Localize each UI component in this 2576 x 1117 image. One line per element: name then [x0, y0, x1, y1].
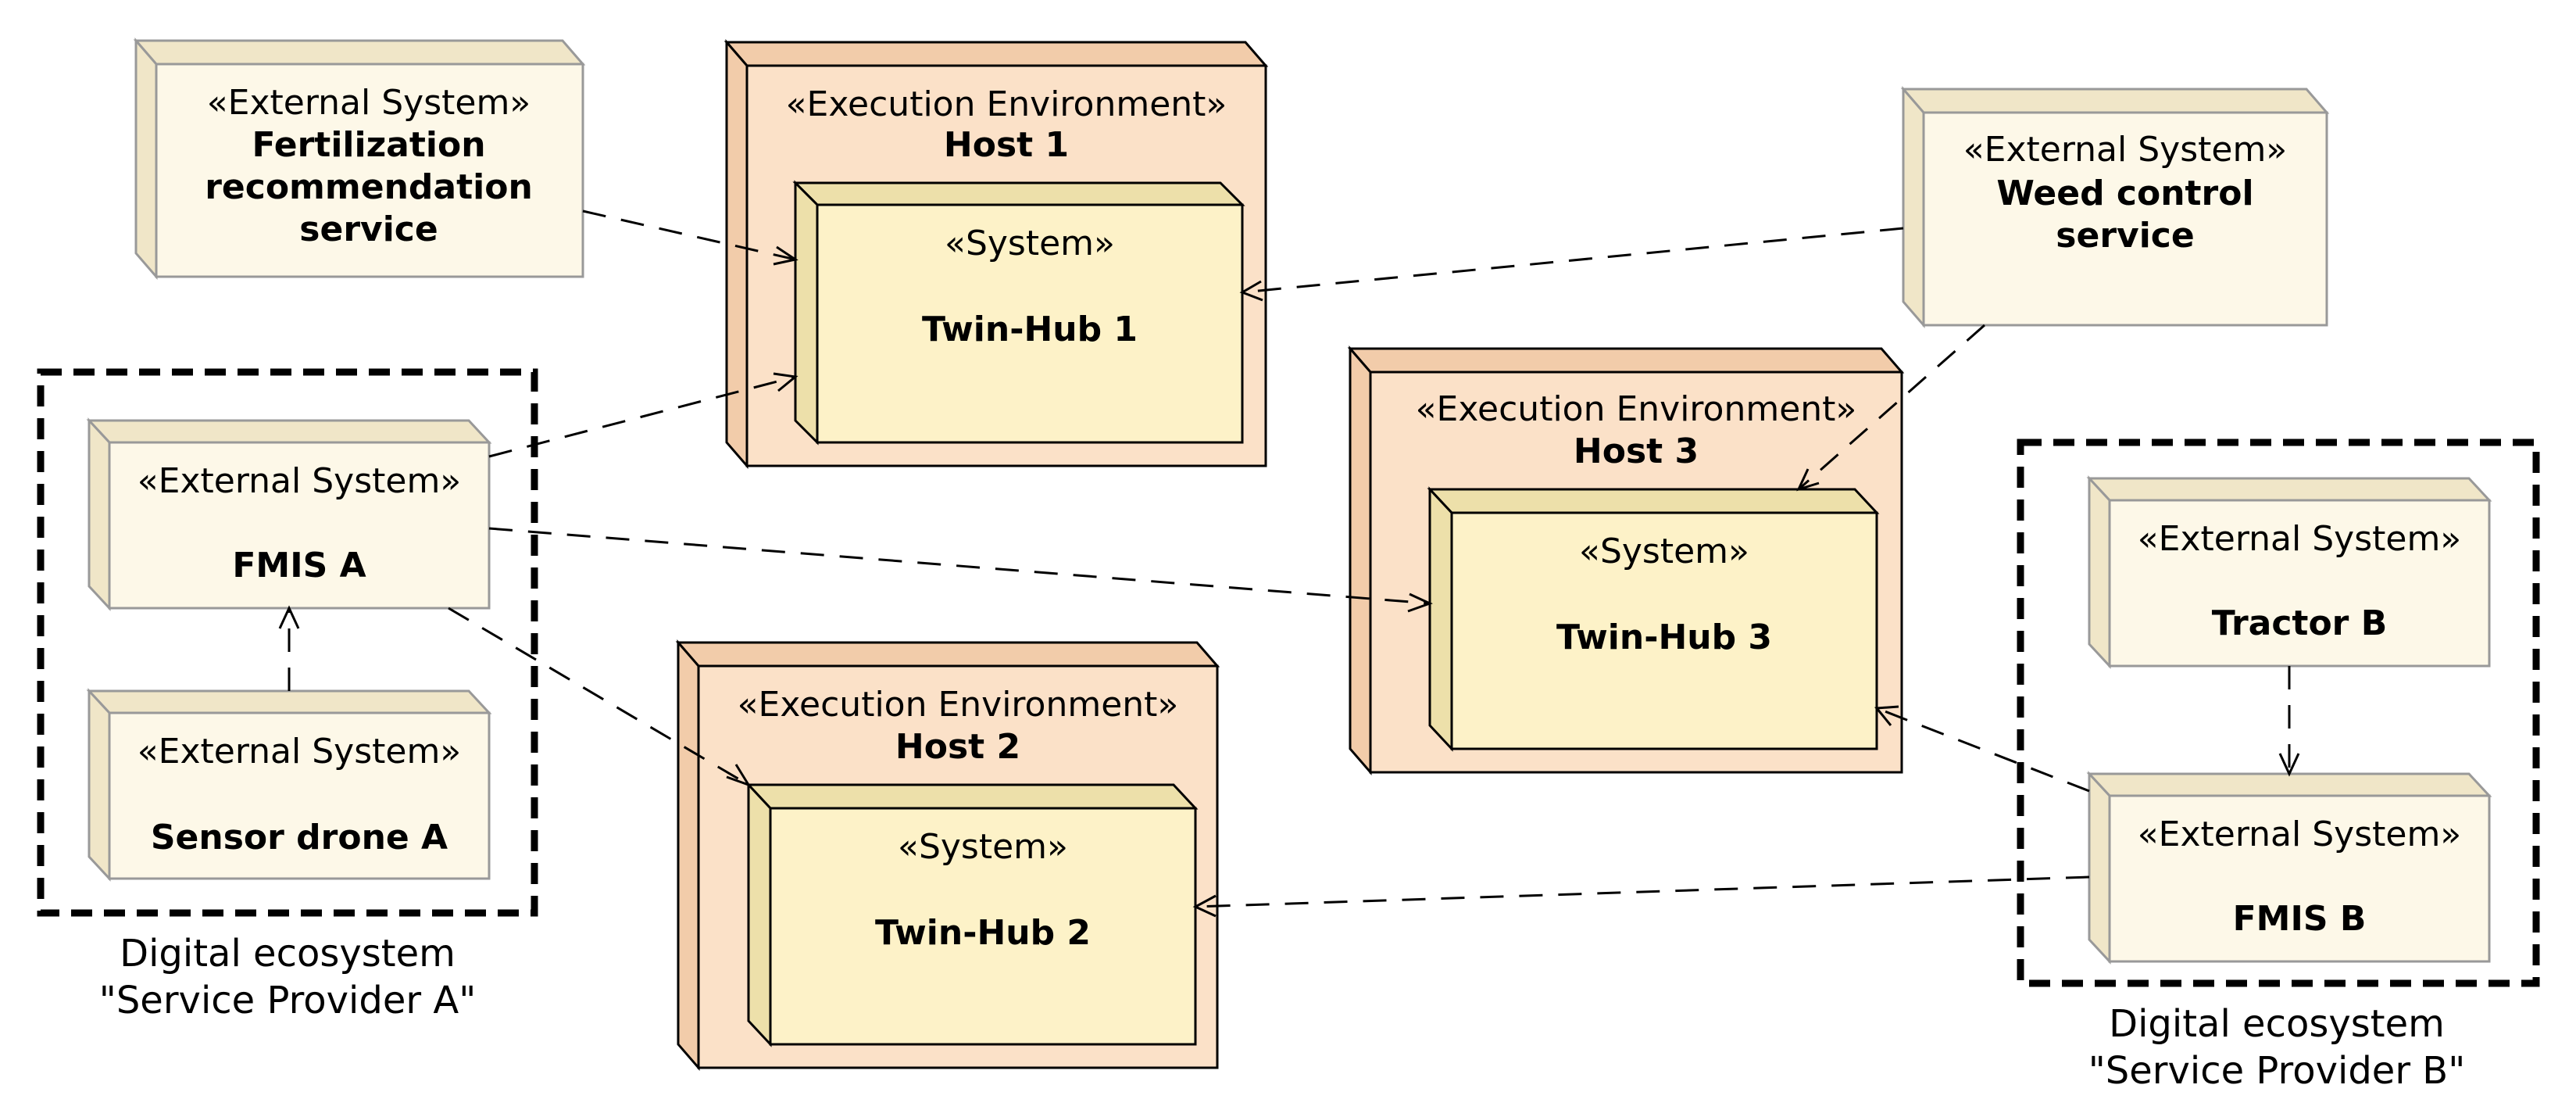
fmis-a-front	[108, 441, 491, 610]
tractor-b-name: Tractor B	[2212, 603, 2387, 643]
host-1-name: Host 1	[944, 125, 1069, 165]
weed-control-stereotype: «External System»	[1963, 130, 2287, 170]
fertilization-side	[134, 37, 158, 281]
connector-fmis-b-to-hub2[interactable]	[1192, 875, 2090, 918]
twin-hub-2-stereotype: «System»	[898, 827, 1068, 867]
twin-hub-2-node[interactable]: «System» Twin-Hub 2	[745, 782, 1199, 1047]
twin-hub-2-side	[747, 782, 772, 1047]
host-2-top	[675, 641, 1220, 668]
connector-fmis-b-to-hub3[interactable]	[1874, 705, 2090, 793]
tractor-b-side	[2088, 475, 2111, 669]
ecosystem-b-caption-line1: Digital ecosystem	[2109, 1002, 2445, 1046]
ecosystem-a-caption-line1: Digital ecosystem	[120, 932, 456, 976]
sensor-drone-a-side	[88, 688, 111, 882]
host-1-side	[725, 38, 749, 470]
twin-hub-1-side	[794, 180, 819, 446]
twin-hub-2-top	[745, 783, 1199, 810]
twin-hub-3-node[interactable]: «System» Twin-Hub 3	[1427, 486, 1880, 752]
ecosystem-b-caption-line2: "Service Provider B"	[2088, 1049, 2466, 1093]
host-1-stereotype: «Execution Environment»	[786, 84, 1227, 124]
fmis-a-name: FMIS A	[232, 546, 366, 585]
fertilization-stereotype: «External System»	[207, 83, 531, 123]
twin-hub-3-name: Twin-Hub 3	[1556, 618, 1772, 657]
fertilization-name-1: Fertilization	[252, 125, 485, 165]
twin-hub-3-top	[1427, 488, 1880, 514]
connector-fmis-a-to-hub3[interactable]	[488, 527, 1433, 613]
connector-fmis-a-to-hub1[interactable]	[488, 372, 799, 458]
twin-hub-2-front	[769, 807, 1197, 1046]
host-2-stereotype: «Execution Environment»	[738, 685, 1179, 725]
weed-control-front	[1922, 111, 2328, 327]
twin-hub-2-name: Twin-Hub 2	[875, 913, 1091, 953]
sensor-drone-a-node[interactable]: «External System» Sensor drone A	[86, 688, 492, 882]
tractor-b-node[interactable]: «External System» Tractor B	[2086, 475, 2492, 669]
fmis-b-name: FMIS B	[2233, 899, 2367, 939]
host-1-top	[723, 41, 1269, 67]
ecosystem-a-caption-line2: "Service Provider A"	[99, 979, 477, 1022]
twin-hub-3-front	[1450, 511, 1878, 750]
twin-hub-1-top	[792, 181, 1245, 206]
connector-weed-to-hub3[interactable]	[1796, 324, 1985, 492]
fmis-b-node[interactable]: «External System» FMIS B	[2086, 771, 2492, 965]
tractor-b-top	[2086, 477, 2492, 502]
weed-control-name-2: service	[2056, 216, 2194, 256]
connector-tractor-to-fmis-b[interactable]	[2278, 666, 2300, 777]
fertilization-top	[133, 39, 586, 66]
twin-hub-3-stereotype: «System»	[1579, 532, 1749, 571]
twin-hub-1-front	[816, 203, 1244, 444]
ecosystem-b-boundary	[2017, 439, 2540, 987]
sensor-drone-a-name: Sensor drone A	[151, 818, 448, 857]
ecosystem-a-boundary	[37, 368, 538, 917]
host-3-name: Host 3	[1574, 431, 1699, 471]
fmis-a-stereotype: «External System»	[138, 461, 461, 501]
twin-hub-1-name: Twin-Hub 1	[922, 310, 1138, 349]
fertilization-name-2: recommendation	[205, 167, 533, 207]
fmis-a-side	[88, 417, 111, 611]
sensor-drone-a-top	[86, 689, 492, 714]
host-2-side	[677, 639, 700, 1072]
twin-hub-1-stereotype: «System»	[945, 224, 1115, 263]
tractor-b-front	[2108, 499, 2491, 668]
weed-control-service-node[interactable]: «External System» Weed control service	[1900, 85, 2330, 329]
fertilization-service-node[interactable]: «External System» Fertilization recommen…	[133, 37, 586, 281]
host-3-stereotype: «Execution Environment»	[1416, 389, 1857, 429]
fertilization-front	[155, 63, 584, 278]
host-2-name: Host 2	[895, 727, 1020, 767]
fmis-b-stereotype: «External System»	[2138, 814, 2461, 854]
weed-control-top	[1900, 88, 2330, 114]
sensor-drone-a-front	[108, 711, 491, 880]
weed-control-name-1: Weed control	[1996, 174, 2253, 213]
host-3-side	[1349, 345, 1372, 776]
fmis-a-top	[86, 419, 492, 444]
weed-control-side	[1902, 85, 1925, 329]
fmis-b-top	[2086, 772, 2492, 797]
connector-weed-to-hub1[interactable]	[1239, 227, 1904, 302]
fmis-b-front	[2108, 794, 2491, 963]
connector-drone-to-fmis-a[interactable]	[278, 605, 300, 691]
twin-hub-1-node[interactable]: «System» Twin-Hub 1	[792, 180, 1245, 446]
connector-fertilization-to-hub1[interactable]	[582, 209, 799, 266]
connector-fmis-a-to-hub2[interactable]	[448, 607, 752, 787]
twin-hub-3-side	[1428, 486, 1453, 752]
fmis-b-side	[2088, 771, 2111, 965]
sensor-drone-a-stereotype: «External System»	[138, 732, 461, 772]
tractor-b-stereotype: «External System»	[2138, 519, 2461, 559]
fmis-a-node[interactable]: «External System» FMIS A	[86, 417, 492, 611]
fertilization-name-3: service	[299, 209, 438, 249]
host-3-top	[1347, 347, 1905, 374]
